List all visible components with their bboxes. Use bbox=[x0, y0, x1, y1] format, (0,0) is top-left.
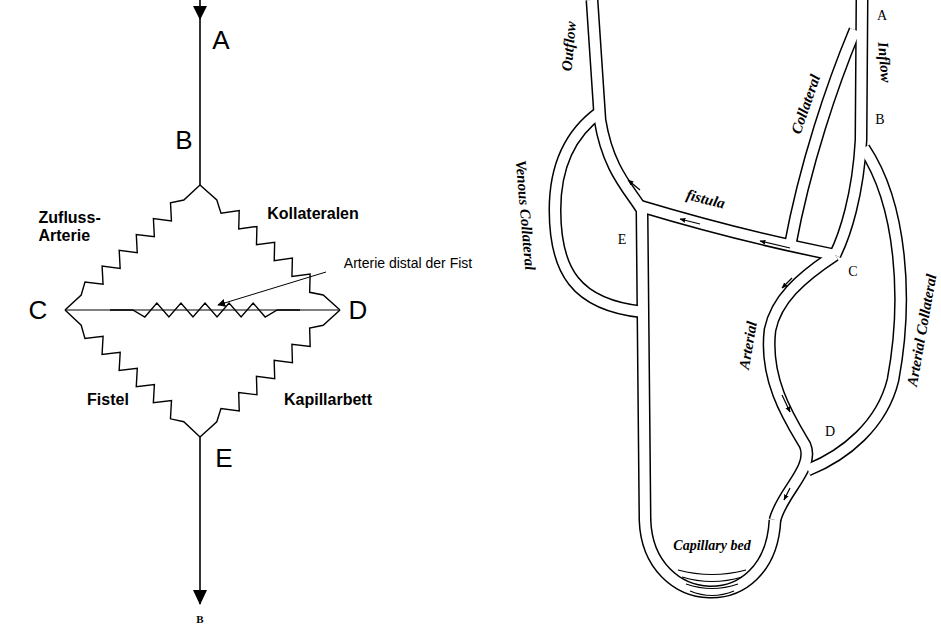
point-letter: A bbox=[877, 8, 887, 23]
resistor-symbol bbox=[110, 303, 300, 317]
resistor-symbol bbox=[65, 185, 200, 310]
point-letter: E bbox=[618, 232, 627, 247]
flow-arrow bbox=[680, 219, 700, 224]
point-letter: E bbox=[215, 444, 232, 473]
vessel-label: Venous Collateral bbox=[512, 159, 538, 270]
resistor-label: Zufluss- Arterie bbox=[39, 209, 114, 244]
capillary-stroke bbox=[690, 591, 734, 596]
vessel-wall bbox=[555, 112, 643, 312]
flow-arrow bbox=[628, 180, 640, 190]
resistor-label: Fistel bbox=[87, 391, 129, 409]
vessel-wall bbox=[790, 30, 855, 246]
capillary-stroke bbox=[678, 570, 746, 575]
vessel-wall bbox=[592, 0, 775, 592]
point-letter: D bbox=[825, 424, 835, 439]
flow-arrow bbox=[782, 278, 792, 288]
vessel-wall bbox=[769, 255, 835, 520]
vessel-label: Arterial Collateral bbox=[904, 273, 940, 388]
point-letter: B bbox=[875, 112, 884, 127]
vessel-wall bbox=[808, 148, 901, 470]
flow-arrowhead bbox=[193, 6, 207, 20]
vessel-wall bbox=[592, 0, 775, 592]
outflow-wire bbox=[199, 437, 201, 604]
flow-arrow bbox=[760, 241, 790, 248]
resistor-label: Kollateralen bbox=[267, 205, 359, 223]
vessel-label: Arterial bbox=[736, 320, 761, 370]
vessel-wall bbox=[640, 206, 835, 255]
vessel-wall bbox=[640, 206, 835, 255]
vessel-label: Outflow bbox=[559, 20, 580, 71]
point-letter: B bbox=[175, 126, 192, 155]
point-letter: A bbox=[212, 26, 229, 55]
callout-label: Arterie distal der Fist bbox=[344, 256, 472, 271]
flow-arrow bbox=[782, 395, 790, 412]
vessel-wall bbox=[555, 112, 643, 312]
resistor-symbol bbox=[65, 310, 200, 437]
capillary-stroke bbox=[682, 577, 742, 582]
point-letter: C bbox=[29, 296, 48, 325]
resistor-label: Kapillarbett bbox=[284, 391, 372, 409]
point-letter: B bbox=[196, 613, 203, 625]
flow-arrowhead bbox=[193, 590, 207, 605]
inflow-wire bbox=[199, 0, 201, 185]
leader-arrow bbox=[218, 272, 326, 305]
resistor-symbol bbox=[200, 310, 340, 437]
flow-arrow bbox=[784, 488, 790, 500]
point-letter: D bbox=[349, 296, 368, 325]
capillary-stroke bbox=[686, 584, 738, 589]
vessel-wall bbox=[769, 255, 835, 520]
vessel-label: fistula bbox=[685, 186, 727, 211]
resistor-symbol bbox=[200, 185, 340, 310]
point-letter: C bbox=[848, 264, 857, 279]
vessel-label: Capillary bed bbox=[673, 538, 750, 553]
vessel-label: Inflow bbox=[874, 41, 894, 83]
